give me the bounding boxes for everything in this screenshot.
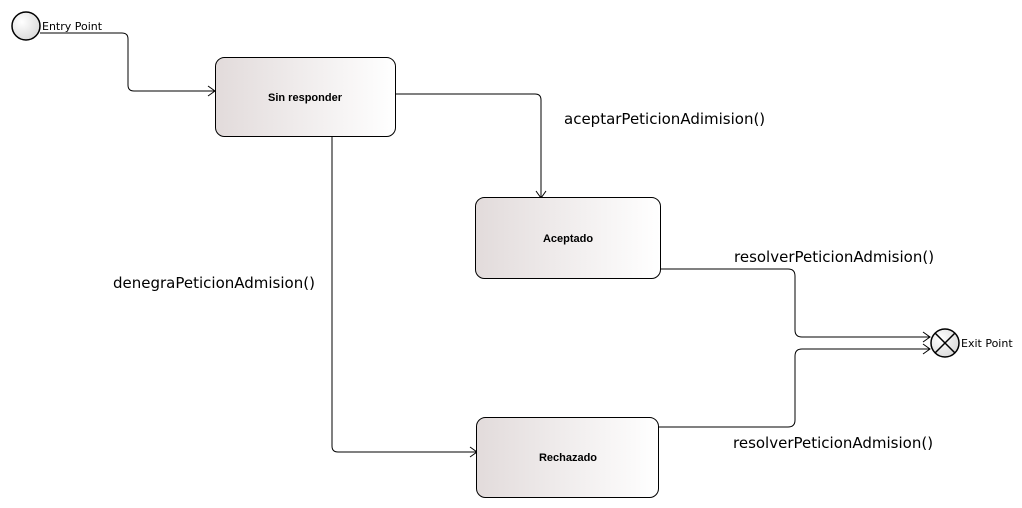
edge-sin-responder-to-rechazado[interactable] [331,137,478,458]
exit-point[interactable] [930,328,960,358]
entry-point[interactable] [11,11,41,41]
state-rechazado-label: Rechazado [539,452,597,464]
edge-sin-responder-to-aceptado[interactable] [396,93,547,199]
transition-resolver-aceptado-label: resolverPeticionAdmision() [734,248,934,266]
state-aceptado-label: Aceptado [543,233,593,245]
edge-rechazado-to-exit[interactable] [659,343,931,428]
exit-point-label: Exit Point [961,337,1013,350]
state-sin-responder[interactable] [215,57,396,137]
transition-denegar-label: denegraPeticionAdmision() [113,274,315,292]
transition-resolver-rechazado-label: resolverPeticionAdmision() [733,434,933,452]
state-aceptado[interactable] [475,197,661,279]
state-rechazado[interactable] [476,417,659,498]
entry-point-label: Entry Point [42,20,103,33]
edge-entry-to-sin-responder[interactable] [40,32,216,97]
edge-aceptado-to-exit[interactable] [661,268,931,343]
transition-aceptar-label: aceptarPeticionAdimision() [564,110,765,128]
state-sin-responder-label: Sin responder [268,92,343,104]
